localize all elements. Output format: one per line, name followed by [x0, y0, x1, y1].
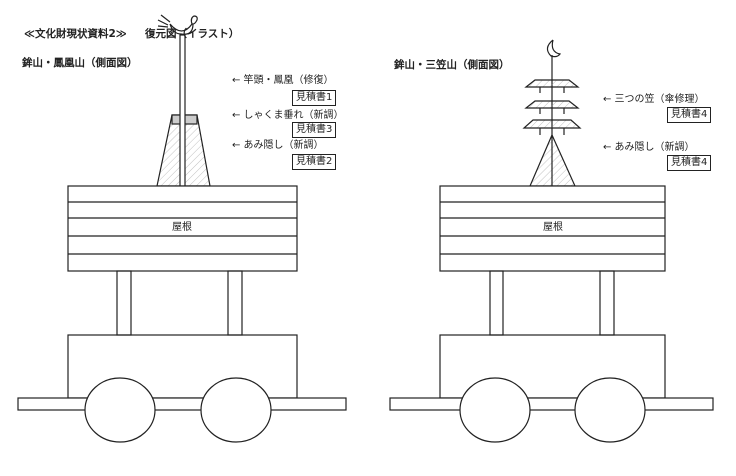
left-title: 鉾山・鳳凰山（側面図）	[22, 57, 138, 69]
note-label: ← 三つの笠（傘修理）	[603, 94, 705, 105]
note-label: ← 竿頭・鳳凰（修復）	[232, 75, 334, 86]
note-label: ← あみ隠し（新調）	[232, 140, 324, 151]
estimate-ref: 見積書2	[292, 154, 337, 170]
three-umbrellas	[522, 79, 582, 135]
wheel-icon	[574, 377, 646, 443]
document-title: ≪文化財現状資料2≫	[24, 28, 127, 40]
crescent-moon-icon	[546, 39, 562, 58]
roof-label: 屋根	[172, 222, 192, 233]
note-label: ← しゃくま垂れ（新調）	[232, 110, 344, 121]
wheel-icon	[459, 377, 531, 443]
roof-right	[439, 185, 666, 272]
wheel-icon	[84, 377, 156, 443]
estimate-ref: 見積書4	[667, 107, 712, 123]
pole-left	[179, 34, 186, 187]
axle-right	[389, 397, 714, 411]
right-title: 鉾山・三笠山（側面図）	[394, 59, 510, 71]
estimate-ref: 見積書1	[292, 90, 337, 106]
right-float	[389, 39, 714, 443]
left-float	[17, 14, 347, 443]
roof-left	[67, 185, 298, 272]
axle-left	[17, 397, 347, 411]
subtitle: 復元図（イラスト）	[145, 28, 240, 40]
estimate-ref: 見積書3	[292, 122, 337, 138]
wheel-icon	[200, 377, 272, 443]
phoenix-icon	[157, 14, 198, 35]
estimate-ref: 見積書4	[667, 155, 712, 171]
note-label: ← あみ隠し（新調）	[603, 142, 695, 153]
roof-label: 屋根	[543, 222, 563, 233]
